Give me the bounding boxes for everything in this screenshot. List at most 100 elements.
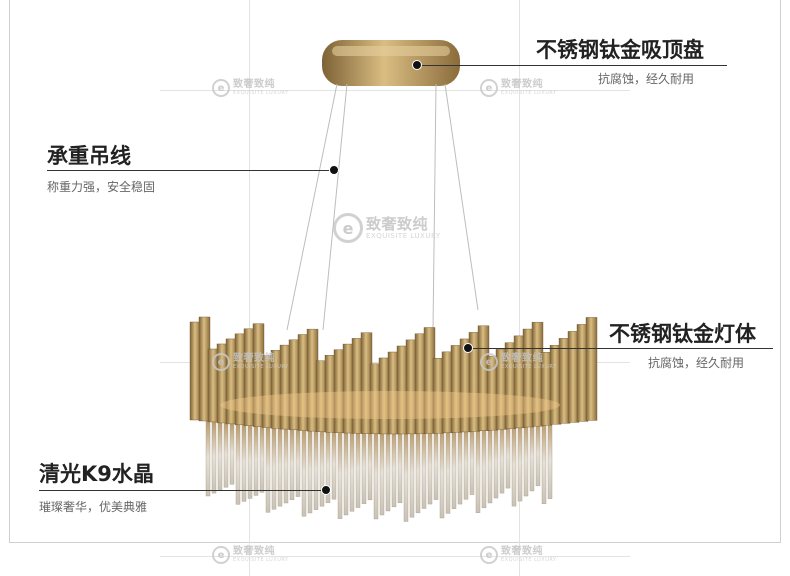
logo-icon: e: [212, 79, 230, 97]
crystal-prism: [229, 421, 235, 485]
crystal-prism: [271, 425, 277, 510]
watermark-subtext: EXQUISITE LUXURY: [501, 557, 557, 563]
crystal-prism: [259, 424, 265, 493]
logo-icon: e: [480, 546, 498, 564]
crystal-prism: [379, 429, 385, 516]
watermark-subtext: EXQUISITE LUXURY: [233, 557, 289, 563]
crystal-tier: [205, 419, 553, 522]
wire: [444, 83, 479, 311]
watermark-text: 致奢致纯: [501, 546, 543, 557]
crystal-prism: [493, 424, 499, 499]
crystal-prism: [277, 425, 283, 507]
crystal-prism: [547, 420, 553, 499]
watermark-subtext: EXQUISITE LUXURY: [233, 364, 289, 370]
watermark-text: 致奢致纯: [233, 353, 275, 364]
metal-plate: [585, 317, 598, 421]
crystal-prism: [427, 428, 433, 505]
crystal-prism: [445, 428, 451, 514]
crystal-prism: [487, 425, 493, 504]
crystal-prism: [205, 419, 211, 497]
crystal-prism: [373, 429, 379, 520]
callout-leader-body: [468, 348, 773, 349]
watermark-text: 致奢致纯: [233, 546, 275, 557]
guide-line: [519, 0, 520, 576]
watermark-text: 致奢致纯: [366, 214, 429, 233]
wire: [286, 83, 338, 331]
callout-leader-wire: [47, 170, 335, 171]
logo-icon: e: [212, 546, 230, 564]
crystal-prism: [331, 428, 337, 500]
watermark-text: 致奢致纯: [501, 79, 543, 90]
crystal-prism: [235, 422, 241, 505]
crystal-prism: [211, 420, 217, 494]
crystal-prism: [421, 429, 427, 509]
callout-leader-crystal: [39, 490, 326, 491]
logo-icon: e: [480, 79, 498, 97]
callout-subtitle-crystal: 璀璨奢华，优美典雅: [39, 500, 148, 514]
callout-dot-body: [463, 343, 473, 353]
crystal-prism: [355, 429, 361, 508]
crystal-prism: [529, 421, 535, 492]
crystal-prism: [361, 429, 367, 504]
crystal-prism: [301, 427, 307, 517]
bulb-glow: [220, 391, 560, 419]
callout-title-body: 不锈钢钛金灯体: [609, 322, 756, 346]
crystal-prism: [433, 428, 439, 500]
callout-dot-canopy: [412, 60, 422, 70]
callout-leader-canopy: [417, 65, 727, 66]
crystal-prism: [439, 428, 445, 519]
crystal-prism: [385, 429, 391, 512]
crystal-prism: [223, 421, 229, 488]
watermark-subtext: EXQUISITE LUXURY: [501, 90, 557, 96]
callout-title-crystal: 清光K9水晶: [39, 462, 154, 486]
crystal-prism: [349, 429, 355, 512]
crystal-prism: [499, 424, 505, 494]
crystal-prism: [481, 425, 487, 509]
guide-line: [160, 90, 630, 91]
crystal-prism: [517, 422, 523, 502]
crystal-prism: [343, 429, 349, 516]
crystal-prism: [535, 421, 541, 487]
wire: [322, 83, 348, 331]
crystal-prism: [457, 427, 463, 505]
watermark-subtext: EXQUISITE LUXURY: [501, 364, 557, 370]
crystal-prism: [475, 426, 481, 513]
watermark-subtext: EXQUISITE LUXURY: [233, 90, 289, 96]
crystal-prism: [307, 427, 313, 514]
logo-icon: e: [212, 353, 230, 371]
crystal-prism: [391, 429, 397, 508]
crystal-prism: [289, 426, 295, 501]
crystal-prism: [463, 426, 469, 500]
crystal-prism: [295, 427, 301, 497]
crystal-prism: [469, 426, 475, 495]
crystal-prism: [265, 424, 271, 513]
crystal-prism: [523, 422, 529, 497]
crystal-prism: [253, 424, 259, 496]
crystal-prism: [247, 423, 253, 499]
crystal-prism: [451, 427, 457, 509]
crystal-prism: [217, 420, 223, 491]
watermark-text: 致奢致纯: [233, 79, 275, 90]
crystal-prism: [505, 423, 511, 489]
crystal-prism: [541, 420, 547, 505]
crystal-prism: [409, 429, 415, 518]
crystal-prism: [415, 429, 421, 514]
callout-title-wire: 承重吊线: [47, 144, 131, 168]
metal-body: [189, 316, 598, 435]
callout-subtitle-wire: 称重力强，安全稳固: [47, 180, 156, 194]
crystal-prism: [367, 429, 373, 501]
wire: [432, 83, 437, 331]
watermark-text: 致奢致纯: [501, 353, 543, 364]
logo-icon: e: [480, 353, 498, 371]
crystal-prism: [313, 428, 319, 510]
crystal-prism: [403, 429, 409, 522]
callout-dot-crystal: [321, 485, 331, 495]
logo-icon: e: [333, 213, 363, 243]
